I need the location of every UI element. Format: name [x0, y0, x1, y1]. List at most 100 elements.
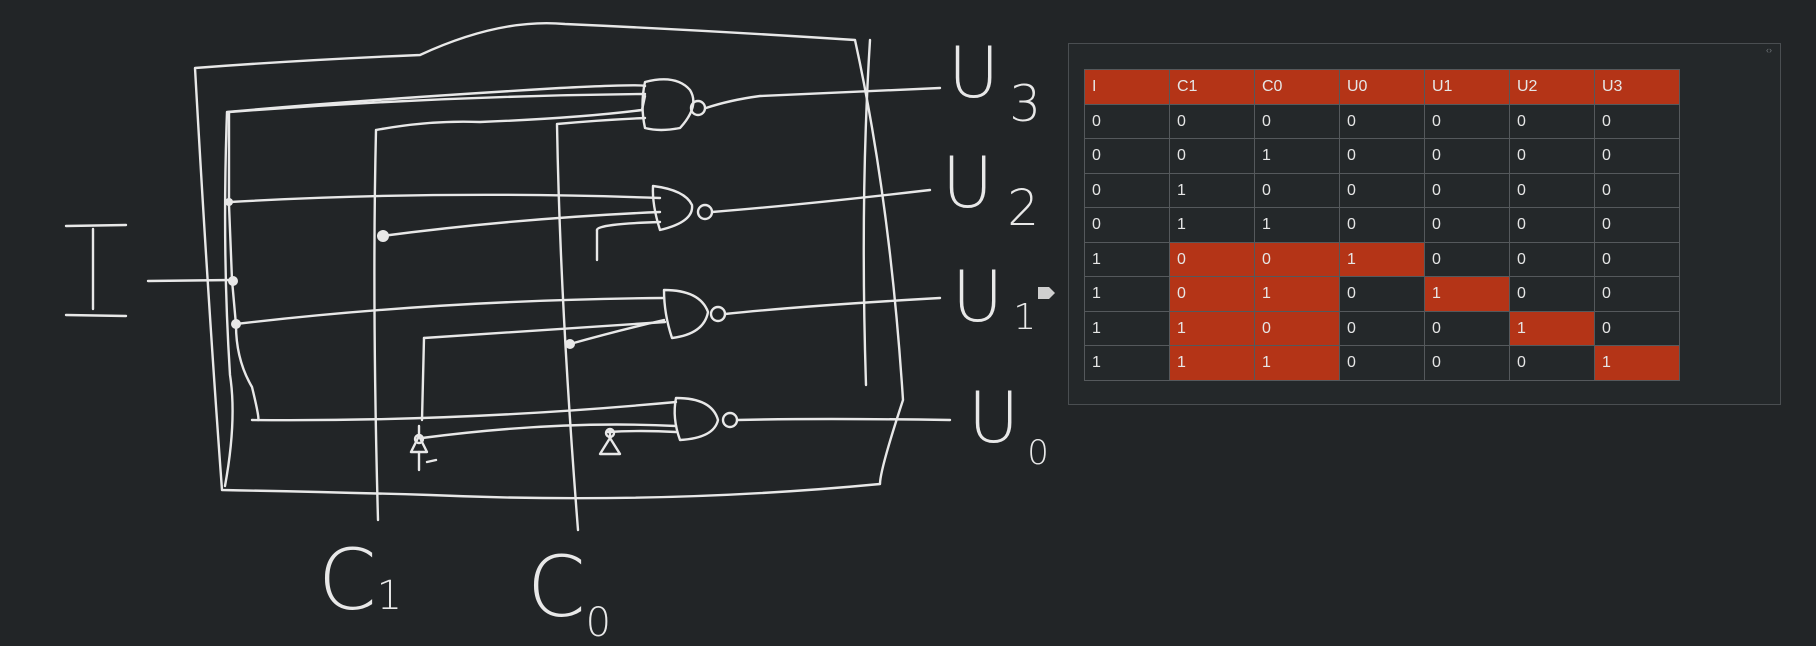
c1-bus: [373, 94, 647, 522]
output-label-letter: U: [952, 256, 1004, 338]
gate-u2: [651, 184, 694, 232]
table-cell: 0: [1594, 103, 1680, 139]
column-header-u0: U0: [1339, 69, 1425, 105]
table-cell: 0: [1594, 207, 1680, 243]
table-cell: 0: [1509, 103, 1595, 139]
table-cell: 0: [1339, 138, 1425, 174]
table-cell: 0: [1509, 241, 1595, 277]
table-cell: 1: [1169, 310, 1255, 346]
row-pointer-icon: [1038, 287, 1055, 299]
control-label-letter: C: [527, 538, 586, 636]
junction-dot: [231, 319, 241, 329]
table-cell: 0: [1509, 276, 1595, 312]
table-cell: 1: [1169, 207, 1255, 243]
junction-dot: [225, 198, 233, 206]
control-label-index: 0: [585, 600, 612, 646]
table-cell: 1: [1254, 138, 1340, 174]
table-cell: 0: [1339, 207, 1425, 243]
table-cell: 0: [1339, 103, 1425, 139]
table-cell: 1: [1254, 276, 1340, 312]
table-cell: 0: [1424, 310, 1510, 346]
table-cell: 0: [1169, 138, 1255, 174]
inverter-c1: [409, 424, 429, 454]
table-cell: 0: [1424, 103, 1510, 139]
table-cell: 0: [1254, 241, 1340, 277]
table-cell: 1: [1084, 241, 1170, 277]
table-cell: 0: [1509, 172, 1595, 208]
table-cell: 0: [1254, 103, 1340, 139]
output-label-index: 0: [1027, 433, 1049, 473]
table-cell: 1: [1084, 310, 1170, 346]
table-cell: 0: [1594, 241, 1680, 277]
table-cell: 1: [1254, 207, 1340, 243]
output-label-letter: U: [968, 377, 1020, 459]
table-cell: 0: [1424, 207, 1510, 243]
resize-arrows-icon[interactable]: ‹›: [1766, 45, 1772, 55]
c0-bus: [555, 116, 647, 532]
table-cell: 1: [1084, 345, 1170, 381]
gate-u0: [673, 396, 720, 442]
table-cell: 1: [1084, 276, 1170, 312]
gate-u0-bubble: [721, 411, 739, 429]
output-label-index: 3: [1009, 75, 1042, 133]
table-cell: 0: [1594, 172, 1680, 208]
table-cell: 0: [1084, 172, 1170, 208]
control-label-index: 1: [376, 573, 403, 619]
table-cell: 1: [1339, 241, 1425, 277]
output-label-letter: U: [948, 32, 1000, 114]
table-cell: 0: [1084, 138, 1170, 174]
table-cell: 0: [1509, 345, 1595, 381]
gate-u3: [641, 78, 695, 132]
column-header-u1: U1: [1424, 69, 1510, 105]
table-cell: 0: [1594, 310, 1680, 346]
output-label-index: 1: [1013, 297, 1037, 338]
gate-u1: [662, 288, 710, 340]
inverter-c0: [598, 428, 622, 456]
column-header-c1: C1: [1169, 69, 1255, 105]
table-cell: 0: [1339, 310, 1425, 346]
table-cell: 0: [1254, 310, 1340, 346]
table-cell: 0: [1169, 241, 1255, 277]
table-cell: 0: [1084, 103, 1170, 139]
output-label-index: 2: [1007, 179, 1040, 237]
table-cell: 0: [1084, 207, 1170, 243]
column-header-i: I: [1084, 69, 1170, 105]
table-cell: 0: [1424, 172, 1510, 208]
table-cell: 0: [1254, 172, 1340, 208]
table-cell: 0: [1169, 103, 1255, 139]
table-cell: 1: [1254, 345, 1340, 381]
table-cell: 1: [1424, 276, 1510, 312]
table-cell: 1: [1594, 345, 1680, 381]
table-cell: 0: [1339, 345, 1425, 381]
column-header-u3: U3: [1594, 69, 1680, 105]
output-label-letter: U: [942, 142, 994, 224]
table-cell: 0: [1594, 138, 1680, 174]
table-cell: 0: [1509, 207, 1595, 243]
gate-u1-bubble: [709, 305, 727, 323]
junction-dot: [565, 339, 575, 349]
input-bus: [227, 110, 260, 422]
control-label-c0: C0: [527, 545, 611, 643]
table-cell: 0: [1594, 276, 1680, 312]
outer-box: [193, 21, 905, 500]
control-label-letter: C: [318, 531, 377, 629]
table-cell: 0: [1424, 241, 1510, 277]
column-header-u2: U2: [1509, 69, 1595, 105]
